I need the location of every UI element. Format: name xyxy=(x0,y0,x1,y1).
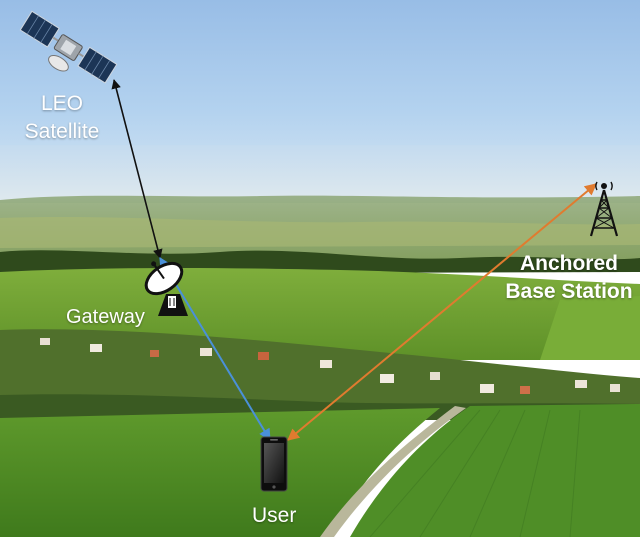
farm-track xyxy=(320,406,466,537)
smartphone-icon xyxy=(260,436,288,492)
basestation-user-link xyxy=(287,183,597,441)
base-label-line1: Anchored xyxy=(519,252,618,275)
leo-label-line2: Satellite xyxy=(24,120,100,143)
base-station-label: Anchored Base Station xyxy=(500,250,638,306)
gateway-user-link xyxy=(159,256,271,442)
gateway-label: Gateway xyxy=(66,306,145,328)
satellite-gateway-link xyxy=(111,79,163,259)
tower-icon xyxy=(589,181,619,237)
user-label: User xyxy=(252,504,297,527)
dish-antenna-icon xyxy=(144,261,188,316)
sky-band xyxy=(0,145,640,203)
leo-satellite-label: LEO Satellite xyxy=(14,90,110,146)
satellite-icon xyxy=(19,10,118,84)
leo-label-line1: LEO xyxy=(40,92,84,115)
base-label-line2: Base Station xyxy=(505,280,633,303)
